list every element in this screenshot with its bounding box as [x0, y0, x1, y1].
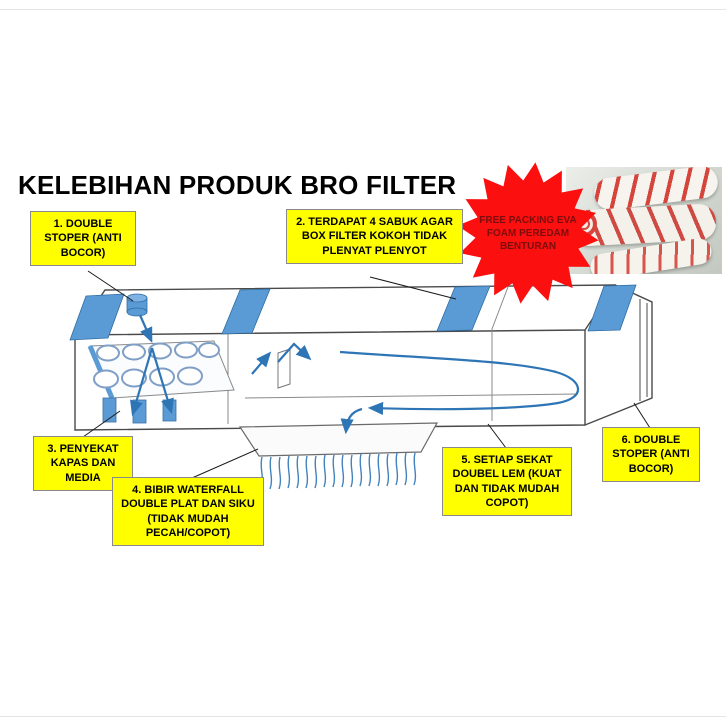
stoper-cap — [126, 293, 148, 317]
badge-line-3: BENTURAN — [499, 240, 557, 252]
bottom-frame-line — [0, 716, 726, 717]
page-title: KELEBIHAN PRODUK BRO FILTER — [18, 170, 457, 200]
badge-line-1: FREE PACKING EVA — [479, 214, 577, 226]
leader-6 — [633, 402, 651, 429]
free-packing-badge: FREE PACKING EVA FOAM PEREDAM BENTURAN — [455, 160, 601, 306]
leader-2 — [369, 276, 457, 300]
waterfall-lip — [238, 422, 439, 457]
badge-line-2: FOAM PEREDAM — [486, 227, 570, 239]
top-frame-line — [0, 9, 726, 10]
blue-straps — [69, 284, 637, 341]
strap-2 — [221, 288, 271, 335]
tray-holes — [93, 341, 220, 389]
tray-legs — [102, 397, 177, 424]
waterfall-curtain — [260, 452, 417, 490]
callout-6-double-stoper: 6. DOUBLE STOPER (ANTI BOCOR) — [602, 427, 700, 482]
strap-3 — [436, 285, 491, 332]
leader-3 — [82, 410, 121, 438]
inner-partitions — [227, 286, 579, 424]
free-packing-badge-text: FREE PACKING EVA FOAM PEREDAM BENTURAN — [455, 160, 601, 306]
flow-arrows — [130, 314, 580, 435]
callout-4-waterfall-lip: 4. BIBIR WATERFALL DOUBLE PLAT DAN SIKU … — [112, 477, 264, 547]
leader-4 — [191, 448, 259, 479]
callout-3-media-divider: 3. PENYEKAT KAPAS DAN MEDIA — [33, 436, 133, 491]
leader-5 — [487, 423, 507, 449]
callout-1-double-stoper: 1. DOUBLE STOPER (ANTI BOCOR) — [30, 211, 136, 266]
strap-1 — [69, 293, 125, 341]
leader-lines — [82, 270, 651, 479]
starburst-shape — [457, 162, 599, 304]
callout-2-four-straps: 2. TERDAPAT 4 SABUK AGAR BOX FILTER KOKO… — [286, 209, 463, 264]
callout-5-double-glue: 5. SETIAP SEKAT DOUBEL LEM (KUAT DAN TID… — [442, 447, 572, 517]
leader-1 — [87, 270, 134, 302]
strap-4 — [587, 284, 637, 332]
